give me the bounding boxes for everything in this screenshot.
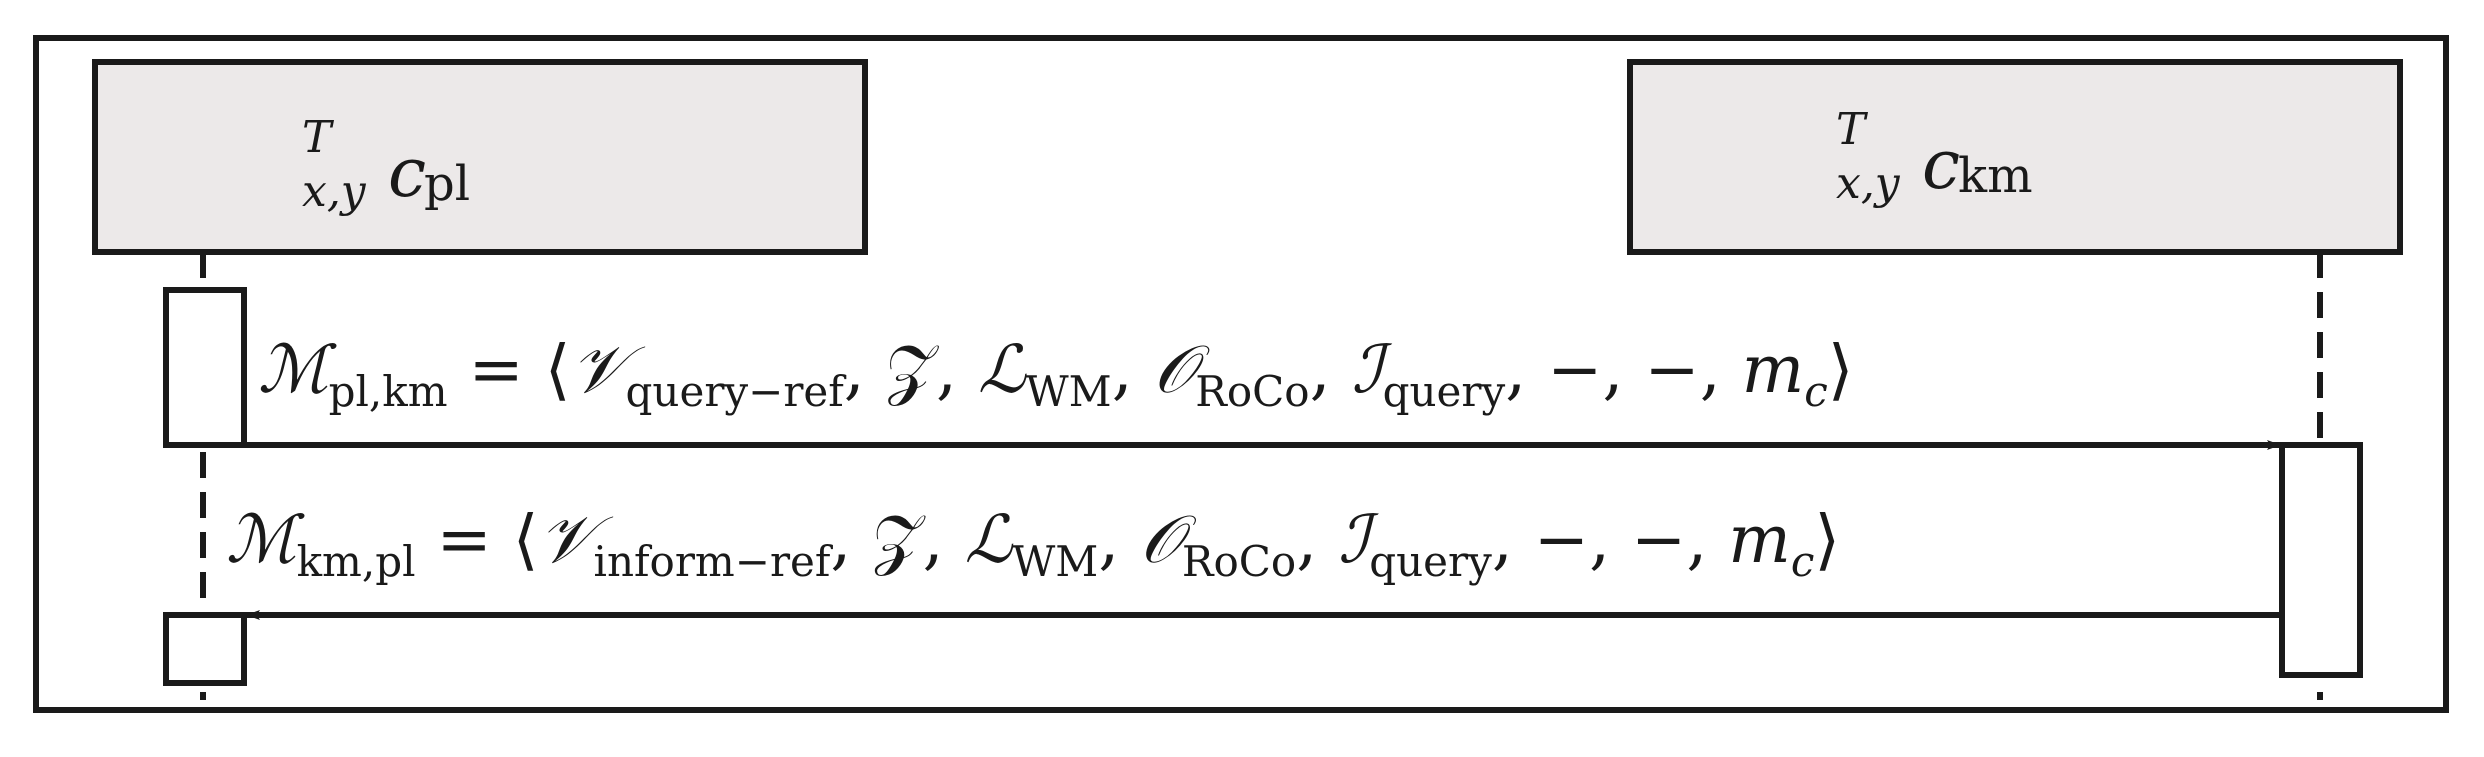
msg-query-eq: = ⟨ (448, 331, 571, 408)
msg-inform-sep-i: , (1296, 501, 1338, 578)
msg-inform-tail: , −, −, (1492, 501, 1728, 578)
activation-km (2279, 442, 2363, 678)
message-label-inform: ℳkm,pl = ⟨𝒱inform−ref, 𝒵, ℒWM, 𝒪RoCo, ℐq… (226, 501, 1840, 586)
msg-query-o-subscript: RoCo (1195, 367, 1309, 416)
msg-query-symbol-subscript: pl,km (329, 367, 448, 416)
participant-pl-symbol-subscript: pl (424, 156, 470, 212)
activation-pl-top (163, 287, 247, 448)
msg-query-i-subscript: query (1383, 367, 1506, 416)
msg-inform-m-symbol: m (1728, 501, 1791, 578)
message-label-query: ℳpl,km = ⟨𝒱query−ref, 𝒵, ℒWM, 𝒪RoCo, ℐqu… (258, 331, 1854, 416)
msg-query-close: ⟩ (1828, 331, 1854, 408)
msg-inform-close: ⟩ (1814, 501, 1840, 578)
msg-query-m-symbol: m (1742, 331, 1805, 408)
participant-km-symbol-subscript: km (1958, 148, 2033, 204)
msg-inform-l-symbol: ℒ (965, 501, 1014, 578)
msg-inform-sep-z: , 𝒵, (830, 501, 964, 578)
participant-pl-superscript: T (302, 112, 335, 163)
msg-query-symbol: ℳ (258, 331, 337, 408)
msg-inform-m-subscript: c (1791, 537, 1815, 586)
msg-inform-symbol: ℳ (226, 501, 305, 578)
msg-inform-o-subscript: RoCo (1182, 537, 1296, 586)
participant-pl-symbol: c (388, 134, 426, 213)
participant-pl-subscript: x,y (302, 166, 367, 217)
msg-query-sep-o: , (1112, 331, 1154, 408)
participant-box-km (1627, 59, 2403, 255)
participant-km-superscript: T (1836, 104, 1869, 155)
msg-query-v-subscript: query−ref (626, 367, 848, 416)
participant-km-subscript: x,y (1836, 158, 1901, 209)
participant-km-symbol: c (1922, 126, 1960, 205)
participant-box-pl (92, 59, 868, 255)
msg-query-tail: , −, −, (1505, 331, 1741, 408)
diagram-frame (33, 35, 2449, 713)
msg-inform-l-subscript: WM (1012, 537, 1098, 586)
msg-query-l-symbol: ℒ (978, 331, 1027, 408)
msg-inform-v-subscript: inform−ref (594, 537, 834, 586)
activation-pl-bottom (163, 612, 247, 686)
msg-query-sep-i: , (1310, 331, 1352, 408)
msg-query-l-subscript: WM (1026, 367, 1112, 416)
msg-inform-eq: = ⟨ (416, 501, 539, 578)
msg-query-m-subscript: c (1804, 367, 1828, 416)
participant-label-km: T x,y c km (1836, 104, 2033, 209)
participant-label-pl: T x,y c pl (302, 112, 470, 217)
msg-inform-i-subscript: query (1369, 537, 1492, 586)
msg-inform-sep-o: , (1098, 501, 1140, 578)
msg-query-sep-z: , 𝒵, (844, 331, 978, 408)
msg-inform-symbol-subscript: km,pl (297, 537, 416, 586)
